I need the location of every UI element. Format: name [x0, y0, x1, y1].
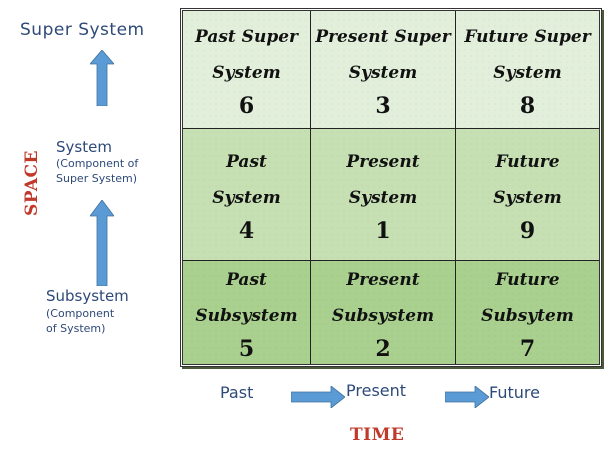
cell-title-line-1: Past [226, 151, 267, 172]
cell-number: 5 [238, 335, 255, 362]
time-present-label: Present [346, 381, 407, 400]
cell-title-line-1: Present Super [315, 26, 451, 47]
cell-past-subsystem: Past Subsystem 5 [183, 261, 311, 364]
time-past-label: Past [220, 383, 254, 402]
cell-past-system: Past System 4 [183, 129, 311, 261]
cell-number: 3 [375, 92, 391, 119]
cell-title-line-2: System [212, 187, 281, 208]
system-label: System [56, 138, 112, 156]
cell-number: 1 [375, 217, 391, 244]
cell-number: 4 [238, 217, 255, 244]
arrow-up-icon [90, 50, 114, 106]
cell-future-subsystem: Future Subsytem 7 [456, 261, 599, 364]
cell-future-super-system: Future Super System 8 [456, 11, 599, 129]
cell-number: 9 [519, 217, 536, 244]
arrow-right-icon [445, 386, 489, 408]
time-axis-title: TIME [350, 425, 405, 445]
cell-title-line-1: Present [346, 269, 420, 290]
subsystem-sublabel-line-1: (Component [46, 307, 115, 320]
cell-present-subsystem: Present Subsystem 2 [311, 261, 456, 364]
subsystem-label: Subsystem [46, 287, 129, 305]
cell-title-line-2: Subsystem [195, 305, 298, 326]
arrow-right-icon [291, 386, 345, 408]
nine-windows-grid: Past Super System 6 Present Super System… [180, 8, 602, 367]
cell-title-line-1: Present [346, 151, 420, 172]
arrow-up-icon [90, 200, 114, 286]
cell-number: 6 [238, 92, 255, 119]
cell-title-line-2: System [212, 62, 281, 83]
cell-number: 8 [519, 92, 536, 119]
cell-title-line-1: Past Super [195, 26, 298, 47]
system-sublabel-line-1: (Component of [56, 157, 139, 170]
cell-past-super-system: Past Super System 6 [183, 11, 311, 129]
cell-title-line-2: System [348, 187, 418, 208]
cell-title-line-1: Future Super [464, 26, 591, 47]
cell-title-line-2: Subsytem [481, 305, 574, 326]
time-future-label: Future [489, 383, 540, 402]
space-axis-title: SPACE [22, 149, 42, 216]
cell-number: 7 [519, 335, 536, 362]
system-sublabel-line-2: Super System) [56, 172, 138, 185]
cell-title-line-2: Subsystem [331, 305, 435, 326]
cell-present-system: Present System 1 [311, 129, 456, 261]
cell-present-super-system: Present Super System 3 [311, 11, 456, 129]
cell-title-line-1: Past [226, 269, 267, 290]
cell-future-system: Future System 9 [456, 129, 599, 261]
cell-title-line-2: System [493, 62, 562, 83]
subsystem-sublabel-line-2: of System) [46, 322, 106, 335]
super-system-label: Super System [20, 20, 145, 40]
cell-title-line-1: Future [495, 269, 560, 290]
cell-number: 2 [375, 335, 391, 362]
cell-title-line-2: System [348, 62, 418, 83]
cell-title-line-1: Future [495, 151, 560, 172]
cell-title-line-2: System [493, 187, 562, 208]
